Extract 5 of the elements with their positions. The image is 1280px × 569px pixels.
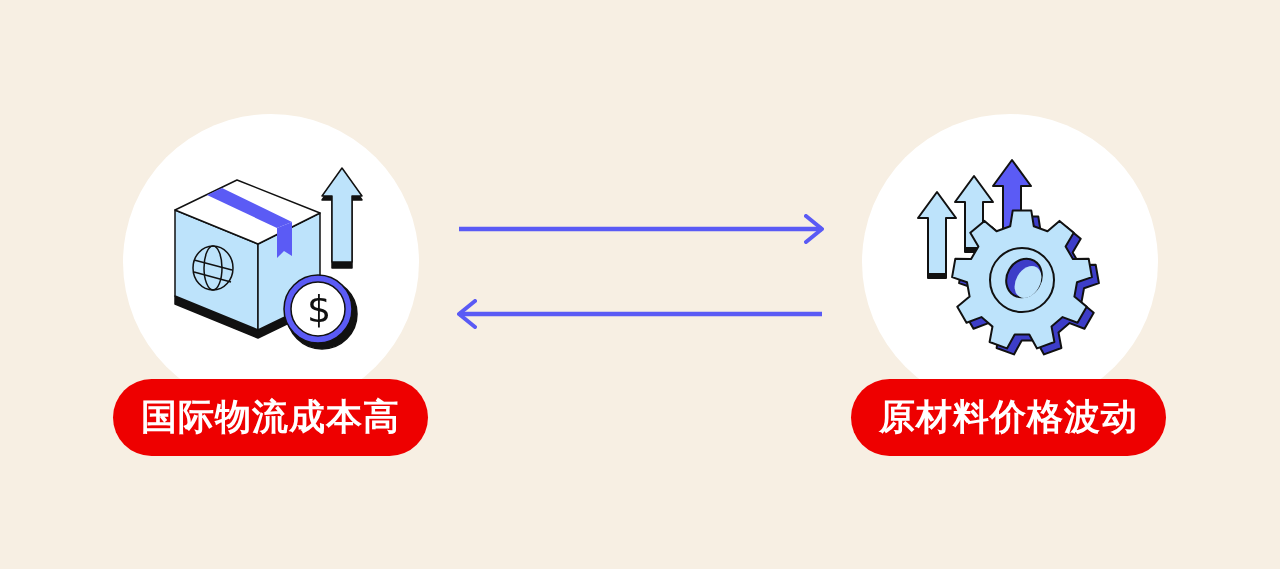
arrow — [457, 299, 822, 329]
title-pill: 原材料价格波动 — [851, 379, 1166, 456]
title-pill: 国际物流成本高 — [113, 379, 428, 456]
dollar-sign: $ — [307, 289, 332, 329]
arrow — [459, 214, 824, 244]
